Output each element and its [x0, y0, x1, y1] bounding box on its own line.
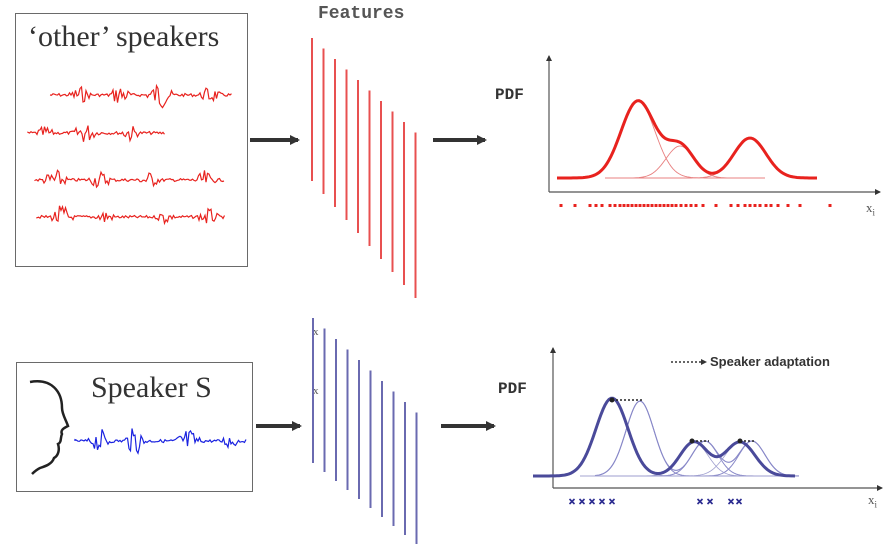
- bottom-sample-6: [696, 498, 704, 505]
- bottom-axis-symbol: xi: [868, 492, 878, 510]
- waveform-1: [49, 83, 232, 109]
- speaker-s-box: Speaker S: [16, 362, 253, 492]
- top-mixture-curve: [557, 99, 817, 180]
- bottom-sample-7: [706, 498, 714, 505]
- bottom-sample-markers: [568, 498, 743, 505]
- top-sample-31: [743, 204, 747, 207]
- other-speakers-box: ‘other’ speakers: [15, 13, 248, 267]
- bottom-pdf-label: PDF: [498, 380, 527, 398]
- top-sample-24: [684, 204, 688, 207]
- bottom-sample-2: [578, 498, 586, 505]
- bottom-sample-4: [598, 498, 606, 505]
- top-sample-19: [662, 204, 666, 207]
- top-sample-28: [714, 204, 718, 207]
- top-sample-13: [638, 204, 642, 207]
- top-sample-9: [622, 204, 626, 207]
- top-sample-21: [670, 204, 674, 207]
- top-sample-12: [634, 204, 638, 207]
- top-sample-18: [658, 204, 662, 207]
- other-speakers-title: ‘other’ speakers: [28, 20, 220, 53]
- top-sample-29: [729, 204, 733, 207]
- top-feature-vectors: [311, 38, 417, 298]
- adaptation-mean-2: [689, 438, 695, 444]
- top-sample-25: [689, 204, 693, 207]
- speaker-waveform: [74, 428, 247, 455]
- bottom-sample-9: [735, 498, 743, 505]
- top-sample-10: [626, 204, 630, 207]
- top-sample-40: [828, 204, 832, 207]
- bottom-feature-vectors: [312, 318, 418, 544]
- adaptation-mean-1: [609, 397, 615, 403]
- top-sample-8: [618, 204, 622, 207]
- bottom-sample-1: [568, 498, 576, 505]
- top-sample-20: [666, 204, 670, 207]
- bottom-sample-3: [588, 498, 596, 505]
- waveform-3: [34, 169, 225, 189]
- top-axis-symbol: xi: [866, 200, 876, 218]
- top-sample-6: [608, 204, 612, 207]
- original-mixture-curve: [533, 396, 796, 478]
- adapted-mixture-curve: [594, 400, 799, 477]
- top-sample-22: [674, 204, 678, 207]
- head-profile-icon: [29, 380, 70, 475]
- speaker-s-waveform: [74, 428, 247, 455]
- bottom-sample-5: [608, 498, 616, 505]
- top-sample-11: [630, 204, 634, 207]
- top-sample-3: [588, 204, 592, 207]
- waveform-2: [27, 125, 165, 143]
- top-sample-7: [613, 204, 617, 207]
- top-sample-23: [679, 204, 683, 207]
- top-sample-35: [764, 204, 768, 207]
- top-sample-37: [776, 204, 780, 207]
- speaker-s-title: Speaker S: [91, 371, 212, 404]
- features-title: Features: [318, 4, 405, 24]
- top-sample-16: [650, 204, 654, 207]
- bottom-pdf-curves: [533, 396, 799, 478]
- top-sample-33: [753, 204, 757, 207]
- adapted-component-2: [600, 440, 790, 477]
- top-pdf-curves: [557, 99, 817, 180]
- top-sample-markers: [559, 204, 832, 207]
- top-sample-39: [798, 204, 802, 207]
- top-sample-27: [701, 204, 705, 207]
- top-sample-30: [736, 204, 740, 207]
- adapted-component-3: [600, 440, 791, 477]
- bottom-sample-8: [727, 498, 735, 505]
- other-speakers-waveforms: [27, 83, 232, 226]
- top-component-2: [605, 145, 765, 179]
- top-sample-14: [642, 204, 646, 207]
- waveform-4: [36, 204, 226, 226]
- top-sample-34: [758, 204, 762, 207]
- top-sample-5: [600, 204, 604, 207]
- feature-tick-x1: x: [313, 326, 319, 338]
- top-sample-17: [654, 204, 658, 207]
- top-sample-15: [646, 204, 650, 207]
- top-sample-1: [559, 204, 563, 207]
- top-sample-38: [786, 204, 790, 207]
- top-sample-32: [748, 204, 752, 207]
- top-sample-2: [573, 204, 577, 207]
- feature-tick-x2: x: [313, 385, 319, 397]
- speaker-adaptation-legend: Speaker adaptation: [710, 354, 830, 369]
- adaptation-mean-3: [737, 438, 743, 444]
- top-sample-36: [769, 204, 773, 207]
- top-pdf-label: PDF: [495, 86, 524, 104]
- top-sample-4: [594, 204, 598, 207]
- top-sample-26: [694, 204, 698, 207]
